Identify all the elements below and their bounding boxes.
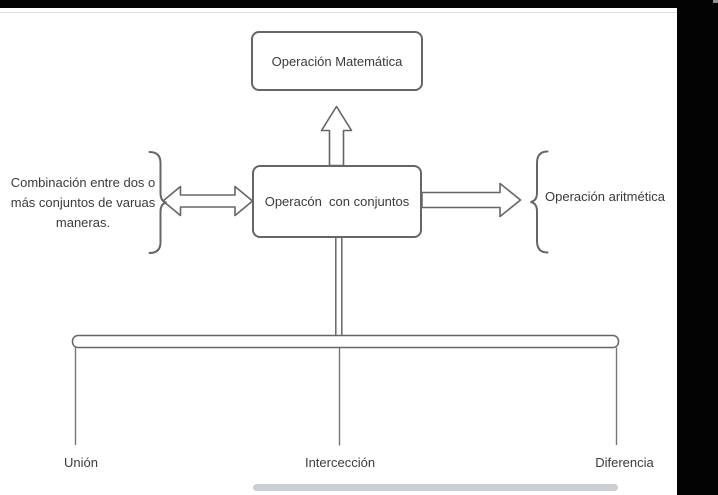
left-note-line-2: más conjuntos de varuas [10,195,156,210]
right-brace[interactable] [530,150,549,254]
corner-artifact [713,0,718,3]
left-brace[interactable] [148,151,167,254]
node-operacion-con-conjuntos[interactable]: Operacón con conjuntos [252,165,422,238]
top-black-bar [0,0,718,8]
right-note[interactable]: Operación aritmética [545,189,680,204]
left-note[interactable]: Combinación entre dos o más conjuntos de… [2,173,164,233]
branch-label-diferencia[interactable]: Diferencia [595,455,654,470]
right-black-band [677,8,718,495]
branch-label-union[interactable]: Unión [64,455,98,470]
canvas-divider-line [0,12,677,13]
node-top-label: Operación Matemática [271,53,403,69]
branch-label-interceccion[interactable]: Intercección [304,455,376,470]
node-center-label: Operacón con conjuntos [264,194,410,209]
node-operacion-matematica[interactable]: Operación Matemática [251,31,423,91]
bottom-bracket-bar[interactable] [71,334,620,349]
left-note-line-1: Combinación entre dos o [10,175,156,190]
right-arrow[interactable] [421,182,522,218]
left-note-line-3: maneras. [55,215,111,230]
right-note-label: Operación aritmética [545,189,665,204]
left-double-arrow[interactable] [162,185,254,217]
horizontal-scrollbar-thumb[interactable] [253,484,618,491]
up-arrow[interactable] [320,105,353,167]
